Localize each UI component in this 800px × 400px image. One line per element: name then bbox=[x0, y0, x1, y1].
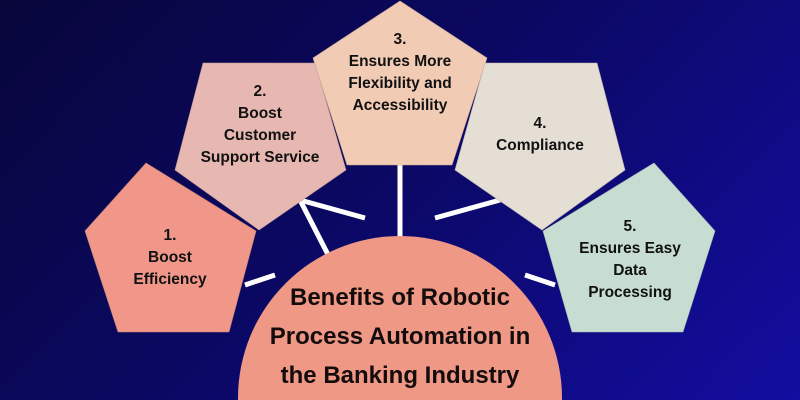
benefit-3-line-1: Ensures More bbox=[348, 52, 452, 70]
hub-circle bbox=[238, 236, 562, 400]
hub-title: Benefits of Robotic Process Automation i… bbox=[240, 278, 560, 395]
benefit-4-pentagon bbox=[454, 62, 626, 231]
hub-title-line-2: Process Automation in bbox=[269, 323, 531, 350]
benefit-5-line-1: Ensures Easy bbox=[579, 240, 681, 257]
benefit-3-pentagon bbox=[312, 0, 488, 166]
benefit-3-line-3: Accessibility bbox=[352, 96, 448, 114]
benefit-5-number: 5. bbox=[623, 218, 637, 235]
benefit-4-label: 4. Compliance bbox=[465, 100, 615, 170]
benefit-2-line-3: Support Service bbox=[200, 149, 320, 166]
benefit-2-pentagon bbox=[174, 62, 347, 231]
benefit-2-line-2: Customer bbox=[223, 127, 297, 144]
benefit-1-line-2: Efficiency bbox=[133, 270, 207, 288]
hub-title-line-1: Benefits of Robotic bbox=[290, 284, 510, 311]
benefit-1-pentagon bbox=[84, 162, 257, 333]
benefit-1-line-1: Boost bbox=[148, 248, 192, 266]
connector-5 bbox=[524, 272, 556, 288]
benefit-2-number: 2. bbox=[253, 83, 267, 100]
benefit-3-label: 3. Ensures More Flexibility and Accessib… bbox=[325, 10, 475, 135]
benefit-3-line-2: Flexibility and bbox=[348, 74, 452, 92]
benefit-2-label: 2. Boost Customer Support Service bbox=[185, 75, 335, 175]
benefit-1-number: 1. bbox=[163, 226, 177, 244]
benefit-5-line-3: Processing bbox=[588, 284, 672, 301]
connector-4 bbox=[434, 197, 501, 221]
benefit-1-label: 1. Boost Efficiency bbox=[95, 215, 245, 300]
benefit-5-label: 5. Ensures Easy Data Processing bbox=[555, 205, 705, 315]
benefit-5-pentagon bbox=[542, 162, 716, 333]
benefit-5-line-2: Data bbox=[613, 262, 647, 279]
connector-2 bbox=[299, 197, 366, 221]
benefit-4-number: 4. bbox=[533, 115, 547, 132]
benefit-2-line-1: Boost bbox=[238, 105, 282, 122]
hub-title-line-3: the Banking Industry bbox=[280, 362, 520, 389]
connector-1 bbox=[244, 272, 276, 288]
benefit-3-number: 3. bbox=[393, 30, 407, 48]
benefit-4-line-1: Compliance bbox=[496, 137, 584, 154]
